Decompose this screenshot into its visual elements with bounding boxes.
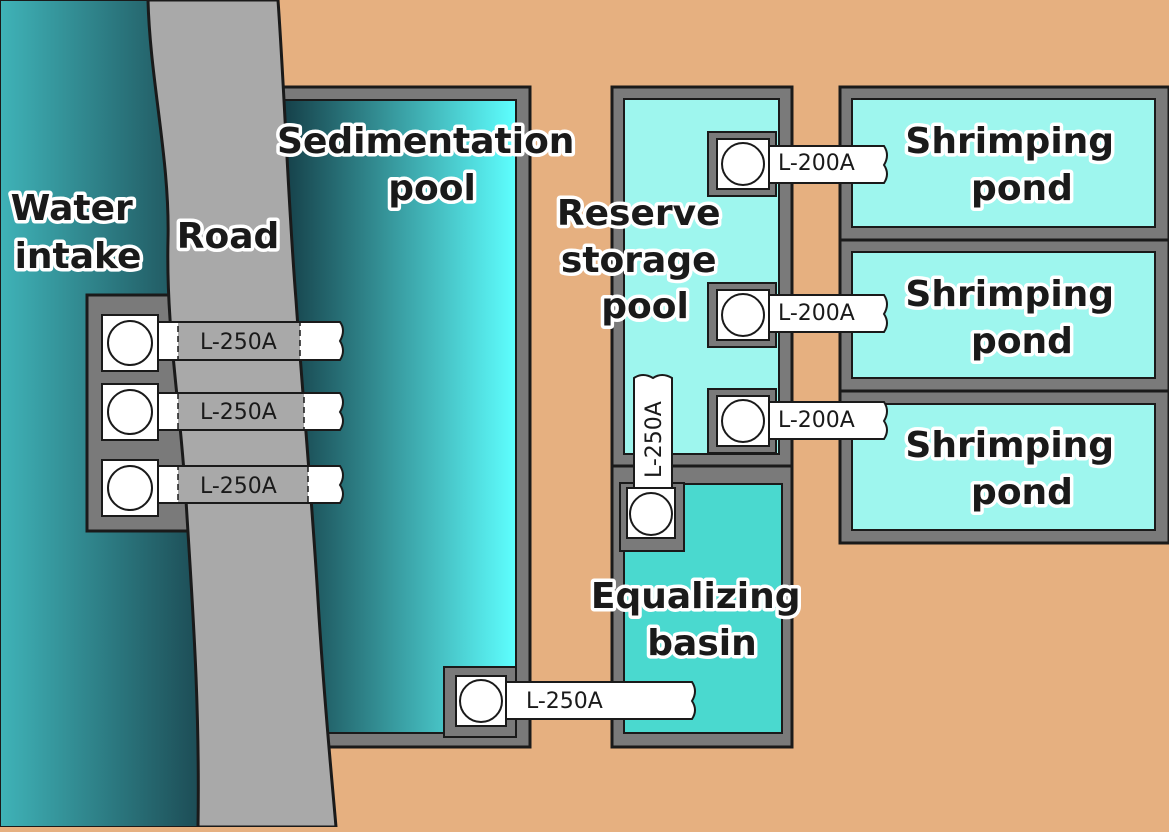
water-intake-label: Water intake	[11, 188, 146, 277]
reserve-to-pond-2-pipe	[759, 294, 888, 333]
reserve-pump-2	[716, 289, 770, 341]
intake-pipe-1-under-road-outline	[177, 321, 301, 361]
equalizing-basin-label-line-2: basin	[647, 623, 756, 664]
shrimping-pond-2-label-line-1: Shrimping	[905, 274, 1114, 315]
reserve-storage-pool-label-line-3: pool	[601, 286, 689, 327]
reserve-to-pond-2-pipe-label: L-200A	[778, 301, 855, 326]
reserve-storage-pool-label-line-1: Reserve	[557, 193, 721, 234]
reserve-pump-3	[716, 395, 770, 447]
shrimping-pond-3-water	[851, 403, 1156, 531]
shrimping-pond-2-water	[851, 251, 1156, 379]
sedimentation-pool-label-line-1: Sedimentation	[277, 121, 574, 162]
intake-pipe-3-under-road-outline	[177, 465, 309, 504]
reserve-pump-1	[716, 138, 770, 190]
intake-pump-2	[101, 383, 159, 441]
intake-pipe-2-label: L-250A	[200, 400, 277, 425]
shrimping-pond-2-label: Shrimping pond	[905, 274, 1126, 362]
shrimping-pond-1-label-line-2: pond	[971, 168, 1073, 209]
reserve-to-pond-1-pipe-label: L-200A	[778, 151, 855, 176]
shrimping-pond-3-label: Shrimping pond	[905, 425, 1126, 513]
sedimentation-outlet-pipe	[499, 681, 696, 720]
water-intake-label-line-1: Water	[11, 188, 133, 229]
shrimping-pond-1-label-line-1: Shrimping	[905, 121, 1114, 162]
reserve-storage-pool-label: Reserve storage pool	[557, 193, 733, 327]
sedimentation-pump	[455, 675, 507, 727]
sedimentation-pool-label: Sedimentation pool	[277, 121, 587, 209]
reserve-to-pond-3-pipe	[759, 401, 888, 440]
reserve-storage-pool-label-line-2: storage	[561, 240, 717, 281]
road-label: Road	[177, 216, 280, 257]
equalizing-to-reserve-pipe	[633, 374, 673, 491]
shrimping-pond-1-label: Shrimping pond	[905, 121, 1126, 209]
sedimentation-pool-label-line-2: pool	[388, 168, 476, 209]
equalizing-basin-label: Equalizing basin	[591, 576, 813, 664]
intake-pipe-1-label: L-250A	[200, 330, 277, 355]
shrimping-pond-2-label-line-2: pond	[971, 321, 1073, 362]
intake-pipe-2-under-road-outline	[177, 392, 305, 431]
equalizing-basin-label-line-1: Equalizing	[591, 576, 801, 617]
sedimentation-pool-water	[282, 99, 517, 734]
shrimping-pond-1-water	[851, 98, 1156, 228]
intake-pump-3	[101, 459, 159, 517]
sedimentation-outlet-pipe-label: L-250A	[526, 689, 603, 714]
shrimping-pond-3-label-line-2: pond	[971, 472, 1073, 513]
equalizing-to-reserve-pipe-label: L-250A	[642, 401, 667, 478]
reserve-to-pond-1-pipe	[759, 145, 888, 184]
intake-pipe-1-road-patch	[178, 323, 300, 359]
equalizing-pump	[626, 487, 676, 539]
intake-pump-1	[101, 314, 159, 372]
reserve-to-pond-3-pipe-label: L-200A	[778, 408, 855, 433]
shrimping-pond-3-label-line-1: Shrimping	[905, 425, 1114, 466]
intake-pipe-3-label: L-250A	[200, 474, 277, 499]
water-intake-label-line-2: intake	[15, 236, 142, 277]
intake-pipe-2-road-patch	[178, 394, 304, 429]
road-label-line-1: Road	[177, 216, 280, 257]
intake-pipe-3-road-patch	[178, 467, 308, 502]
